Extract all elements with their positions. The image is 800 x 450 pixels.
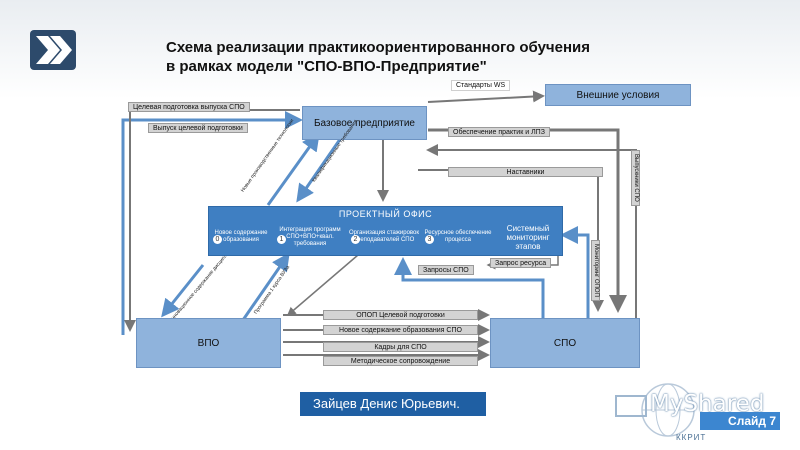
new-content-spo-label: Новое содержание образования СПО — [323, 325, 478, 335]
step-number-2: 2 — [351, 235, 360, 244]
office-cell-monitoring: Системный мониторинг этапов — [506, 223, 550, 251]
office-cell-resources: Ресурсное обеспечение процесса — [424, 230, 492, 243]
resource-request-label: Запрос ресурса — [490, 258, 552, 268]
title-line-1: Схема реализации практикоориентированног… — [166, 39, 591, 56]
scheme-diagram: Внешние условия Стандарты WS Базовое пре… — [118, 80, 698, 375]
monitoring-opop-label: Мониторинг ОПОП — [591, 240, 600, 301]
staff-spo-label: Кадры для СПО — [323, 342, 478, 352]
target-release-label: Выпуск целевой подготовки — [148, 123, 248, 133]
office-cell-new-content: Новое содержание образования — [214, 230, 268, 243]
double-chevron-logo-icon — [30, 30, 76, 70]
target-training-label: Целевая подготовка выпуска СПО — [128, 102, 250, 112]
project-office-title: ПРОЕКТНЫЙ ОФИС — [338, 209, 433, 219]
mentors-label: Наставники — [448, 167, 603, 177]
author-name: Зайцев Денис Юрьевич. — [313, 396, 460, 411]
methodical-label: Методическое сопровождение — [323, 356, 478, 366]
step-number-1: 1 — [277, 235, 286, 244]
author-background — [300, 392, 486, 416]
step-number-3: 3 — [425, 235, 434, 244]
globe-watermark-icon — [615, 383, 695, 437]
spo-box: СПО — [490, 318, 640, 368]
office-to-vpo-arrow — [161, 264, 205, 318]
vpo-to-base-arrow — [121, 111, 303, 335]
office-to-base-arrow — [266, 132, 320, 206]
title-line-2: в рамках модели "СПО-ВПО-Предприятие" — [166, 58, 487, 75]
office-diag-arrow — [286, 254, 359, 316]
spo-requests-arrow — [394, 257, 545, 318]
slide-number: Слайд 7 — [700, 412, 780, 430]
vpo-to-office-arrow — [241, 252, 290, 321]
external-conditions-box: Внешние условия — [545, 84, 691, 106]
spo-requests-label: Запросы СПО — [418, 265, 474, 275]
slide-title: Схема реализации практикоориентированног… — [166, 38, 686, 76]
project-office-box: ПРОЕКТНЫЙ ОФИС Новое содержание образова… — [208, 206, 563, 256]
practice-provision-label: Обеспечение практик и ЛПЗ — [448, 127, 550, 137]
monitoring-arrow — [560, 226, 590, 318]
step-number-0: 0 — [213, 235, 222, 244]
base-to-office-arrow — [296, 134, 345, 203]
base-enterprise-box: Базовое предприятие — [302, 106, 427, 140]
standards-arrow — [427, 90, 545, 103]
graduates-spo-label: Выпускники СПО — [631, 150, 640, 206]
office-cell-internships: Организация стажировок преподавателей СП… — [349, 230, 419, 243]
standards-label: Стандарты WS — [451, 80, 511, 91]
vpo-box: ВПО — [136, 318, 281, 368]
office-cell-integration: Интеграция программ СПО+ВПО+квал. требов… — [279, 226, 341, 247]
opop-target-label: ОПОП Целевой подготовки — [323, 310, 478, 320]
watermark-subtext: ККРИТ — [676, 433, 707, 442]
